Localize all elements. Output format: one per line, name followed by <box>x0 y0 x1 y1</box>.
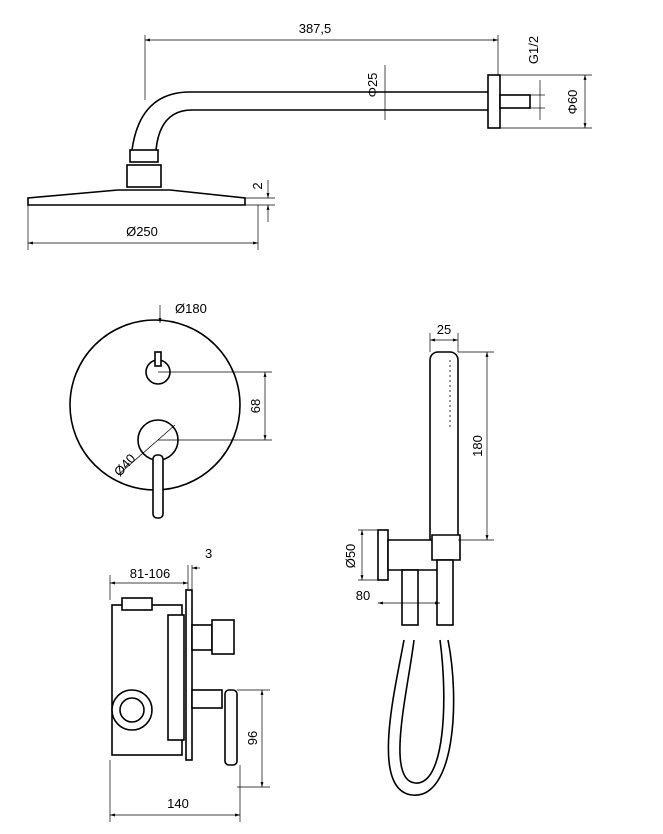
hand-shower-width-label: 25 <box>437 322 451 337</box>
knob-diameter-label: Ø40 <box>111 451 139 479</box>
head-diameter-label: Ø250 <box>126 224 158 239</box>
knob-spacing-label: 68 <box>248 399 263 413</box>
pipe-diameter-label: Φ25 <box>365 73 380 98</box>
holder-diameter-label: Ø50 <box>343 544 358 569</box>
box-depth-range-label: 81-106 <box>130 566 170 581</box>
shower-head: 2 Ø250 <box>27 149 275 250</box>
flange-diameter-label: Φ60 <box>565 90 580 115</box>
hand-shower: 25 180 Ø50 80 <box>343 322 494 796</box>
plate-thickness-label: 3 <box>205 546 212 561</box>
holder-depth-label: 80 <box>356 588 370 603</box>
height-offset-label: 96 <box>245 731 260 745</box>
total-depth-label: 140 <box>167 796 189 811</box>
hand-shower-length-label: 180 <box>470 435 485 457</box>
shower-arm: 387,5 Φ25 G1/2 Φ60 <box>131 21 592 151</box>
mixer-plate: Ø180 68 Ø40 <box>69 301 272 519</box>
head-thickness-label: 2 <box>250 182 265 189</box>
plate-diameter-label: Ø180 <box>175 301 207 316</box>
valve-box: 81-106 3 96 140 <box>109 546 270 822</box>
arm-length-label: 387,5 <box>299 21 332 36</box>
thread-label: G1/2 <box>526 36 541 64</box>
